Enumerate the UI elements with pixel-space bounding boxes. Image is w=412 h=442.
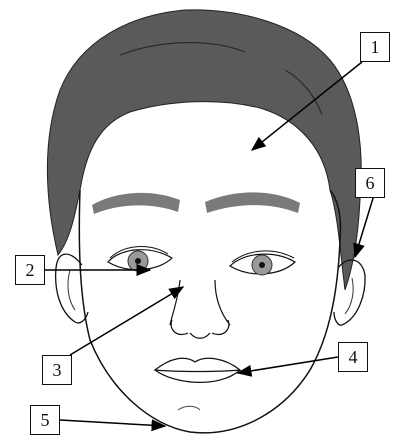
right-pupil (259, 262, 265, 268)
arrow-5 (60, 420, 165, 426)
label-4: 4 (338, 342, 368, 372)
left-ear-inner (68, 270, 75, 310)
face-outline (79, 190, 340, 433)
arrow-3 (70, 287, 183, 355)
label-5: 5 (30, 405, 60, 435)
label-6: 6 (355, 168, 385, 198)
right-eyebrow (205, 192, 300, 213)
label-1: 1 (360, 32, 390, 62)
arrow-4 (238, 357, 338, 373)
chin-line (178, 406, 200, 410)
left-eyebrow (92, 193, 180, 214)
hair (47, 10, 361, 290)
left-ear (56, 254, 88, 323)
label-2: 2 (15, 255, 45, 285)
label-3: 3 (42, 355, 72, 385)
left-pupil (135, 258, 141, 264)
upper-lip (155, 358, 240, 371)
